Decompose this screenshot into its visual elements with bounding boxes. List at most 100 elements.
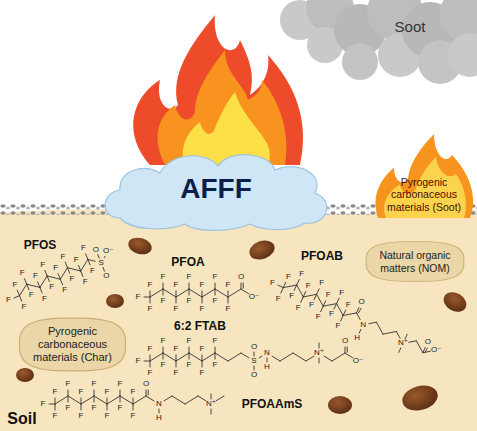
chemical-bond [202,353,215,361]
chemical-bond [306,356,314,361]
chemical-bond [228,291,229,297]
chemical-bond [202,289,215,297]
chemical-bond [17,290,19,296]
chemical-bond [343,310,346,315]
chemical-bond [189,289,190,295]
chemical-bond [49,404,55,405]
atom-symbol: F [90,267,95,275]
chemical-bond [176,355,177,361]
atom-symbol: F [213,361,218,369]
chemical-bond [120,396,121,402]
chemical-bond [163,289,176,297]
chemical-bond [267,358,268,362]
atom-symbol: F [92,380,97,388]
chemical-bond [40,276,47,288]
node-text: Pyrogenic carbonaceous materials (Soot) [378,176,470,213]
atom-symbol: F [309,301,314,309]
chemical-bond [150,291,151,297]
chemical-bond [103,267,104,271]
node-text: Pyrogenic carbonaceous materials (Char) [25,325,120,364]
char-particle: Pyrogenic carbonaceous materials (Char) [15,316,130,373]
atom-symbol: F [200,281,205,289]
atom-symbol: F [226,281,231,289]
smoke-puff [342,44,378,80]
chemical-bond [376,322,383,334]
chemical-bond [345,347,346,353]
chemical-bond [215,283,216,289]
char-particle [126,235,153,257]
chemical-bond [254,366,255,370]
atom-symbol: O [251,371,257,379]
chemical-bond [259,356,262,358]
atom-symbol: F [329,310,334,318]
chemical-bond [133,404,134,410]
atom-symbol: F [105,412,110,420]
compound-name: PFOS [24,239,57,251]
chemical-bond [324,356,332,361]
chemical-bond [278,285,283,288]
chemical-bond [78,265,80,271]
soil-label: Soil [7,411,36,427]
atom-symbol: F [131,388,136,396]
atom-symbol: O⁻ [431,346,441,354]
chemical-bond [68,390,69,396]
cloud-shape [105,155,327,231]
chemical-bond [27,284,40,287]
chemical-bond [107,398,108,404]
chemical-bond [314,294,317,299]
compound-name: PFOAAmS [242,398,303,410]
atom-symbol: F [40,261,45,269]
chemical-bond [341,316,344,321]
chemical-bond [164,396,172,401]
chemical-bond [104,256,106,257]
char-particle [16,368,34,382]
atom-symbol: F [13,281,18,289]
atom-symbol: F [70,275,75,283]
compound-name: 6:2 FTAB [174,320,226,332]
atom-symbol: O [358,298,364,306]
atom-symbol: F [118,404,123,412]
chemical-bond [399,348,401,353]
atom-symbol: O⁻ [249,293,259,301]
chemical-bond [337,298,340,303]
afff-cloud: AFFF [100,148,332,230]
atom-symbol: F [174,281,179,289]
chemical-bond [133,396,146,404]
chemical-bond [383,332,396,335]
atom-symbol: F [213,297,218,305]
atom-symbol: F [136,293,141,301]
chemical-bond [120,390,121,396]
chemical-bond [293,353,306,361]
chemical-bond [241,353,249,358]
chemical-bond [215,353,216,359]
atom-symbol: F [306,282,311,290]
chemical-bond [332,353,345,361]
atom-symbol: F [148,369,153,377]
chemical-bond [317,289,320,294]
atom-symbol: F [161,337,166,345]
chemical-bond [94,396,95,402]
smoke [280,0,477,84]
char-particle [400,382,441,414]
chemical-bond [81,259,88,271]
chemical-bond [189,347,190,353]
chemical-bond [345,353,353,358]
compound-name: PFOAB [301,250,343,262]
atom-symbol: F [92,404,97,412]
atom-symbol: N [156,400,162,408]
chemical-bond [67,268,80,271]
chemical-bond [334,304,337,309]
atom-symbol: O [425,338,431,346]
atom-symbol: O [93,246,99,254]
chemical-bond [27,284,29,290]
smoke-puff [448,33,477,77]
chemical-bond [176,291,177,297]
chemical-bond [211,394,212,399]
chemical-bond [45,270,47,276]
chemical-bond [283,285,296,288]
atom-symbol: O [103,272,109,280]
chemical-bond [159,409,160,413]
chemical-bond [405,334,407,339]
atom-symbol: F [276,295,281,303]
chemical-bond [65,262,67,268]
